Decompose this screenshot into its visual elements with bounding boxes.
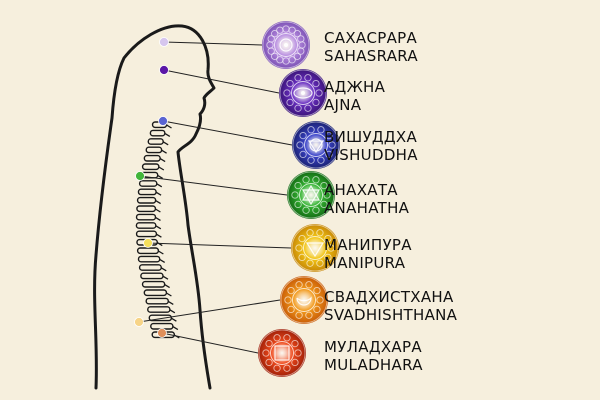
label-en: SAHASRARA	[324, 47, 594, 65]
connector-sahasrara	[164, 42, 262, 45]
label-muladhara: МУЛАДХАРА MULADHARA	[324, 338, 594, 374]
label-en: ANAHATHA	[324, 199, 594, 217]
label-ru: АДЖНА	[324, 78, 594, 96]
spine	[136, 122, 179, 338]
vertebra	[138, 189, 156, 194]
vertebra-process	[160, 259, 165, 262]
vertebra	[137, 231, 157, 236]
connector-anahatha	[140, 176, 287, 195]
vertebra	[137, 206, 156, 211]
vertebra	[136, 223, 155, 228]
vertebra	[148, 307, 170, 312]
vertebra	[144, 290, 166, 295]
point-muladhara	[158, 329, 167, 338]
label-manipura: МАНИПУРА MANIPURA	[324, 236, 594, 272]
point-anahatha	[136, 172, 145, 181]
vertebra-process	[163, 276, 168, 279]
vertebra-process	[156, 226, 161, 229]
vertebra-process	[159, 167, 164, 170]
vertebra-process	[156, 234, 161, 237]
sahasrara-icon	[262, 21, 310, 69]
label-vishuddha: ВИШУДДХА VISHUDDHA	[324, 128, 594, 164]
vertebra	[144, 156, 160, 161]
vertebra-process	[165, 285, 170, 288]
label-anahatha: АНАХАТА ANAHATHA	[324, 181, 594, 217]
vertebra	[140, 265, 162, 270]
body-points	[135, 38, 169, 338]
vertebra-process	[171, 318, 176, 321]
vertebra	[137, 214, 156, 219]
vertebra	[143, 164, 159, 169]
vertebra-process	[158, 251, 163, 254]
vertebra-process	[166, 293, 171, 296]
vertebra	[139, 256, 160, 261]
vertebra	[143, 282, 165, 287]
vertebra-process	[165, 133, 170, 136]
label-svadhishthana: СВАДХИСТХАНА SVADHISHTHANA	[324, 288, 594, 324]
point-svadhishthana	[135, 318, 144, 327]
vertebra-process	[167, 125, 172, 128]
vertebra-process	[156, 201, 161, 204]
label-en: AJNA	[324, 96, 594, 114]
vertebra-process	[173, 327, 178, 330]
connector-muladhara	[162, 333, 258, 353]
label-sahasrara: САХАСРАРА SAHASRARA	[324, 29, 594, 65]
connector-vishuddha	[163, 121, 292, 145]
label-ru: СВАДХИСТХАНА	[324, 288, 594, 306]
connector-ajna	[164, 70, 279, 93]
svadhishthana-icon	[280, 276, 328, 324]
ajna-icon	[279, 69, 327, 117]
vertebra	[148, 139, 163, 144]
label-ru: МУЛАДХАРА	[324, 338, 594, 356]
vertebra-process	[170, 310, 175, 313]
vertebra-process	[162, 150, 167, 153]
label-en: MANIPURA	[324, 254, 594, 272]
label-ru: ВИШУДДХА	[324, 128, 594, 146]
point-sahasrara	[160, 38, 169, 47]
label-en: SVADHISHTHANA	[324, 306, 594, 324]
vertebra-process	[157, 184, 162, 187]
label-ru: САХАСРАРА	[324, 29, 594, 47]
vertebra-process	[155, 209, 160, 212]
point-ajna	[160, 66, 169, 75]
vertebra	[146, 298, 168, 303]
label-en: VISHUDDHA	[324, 146, 594, 164]
vertebra	[138, 248, 159, 253]
vertebra-process	[161, 268, 166, 271]
point-manipura	[144, 239, 153, 248]
label-ru: МАНИПУРА	[324, 236, 594, 254]
label-ru: АНАХАТА	[324, 181, 594, 199]
point-vishuddha	[159, 117, 168, 126]
vertebra	[150, 130, 164, 135]
vertebra-process	[168, 301, 173, 304]
label-ajna: АДЖНА AJNA	[324, 78, 594, 114]
vertebra-process	[155, 217, 160, 220]
vertebra	[146, 147, 161, 152]
muladhara-icon	[258, 329, 306, 377]
vertebra-process	[156, 192, 161, 195]
vertebra	[141, 273, 163, 278]
label-en: MULADHARA	[324, 356, 594, 374]
vertebra	[138, 198, 156, 203]
vertebra-process	[163, 142, 168, 145]
connector-manipura	[148, 243, 291, 248]
vertebra-process	[160, 159, 165, 162]
vertebra	[140, 181, 157, 186]
